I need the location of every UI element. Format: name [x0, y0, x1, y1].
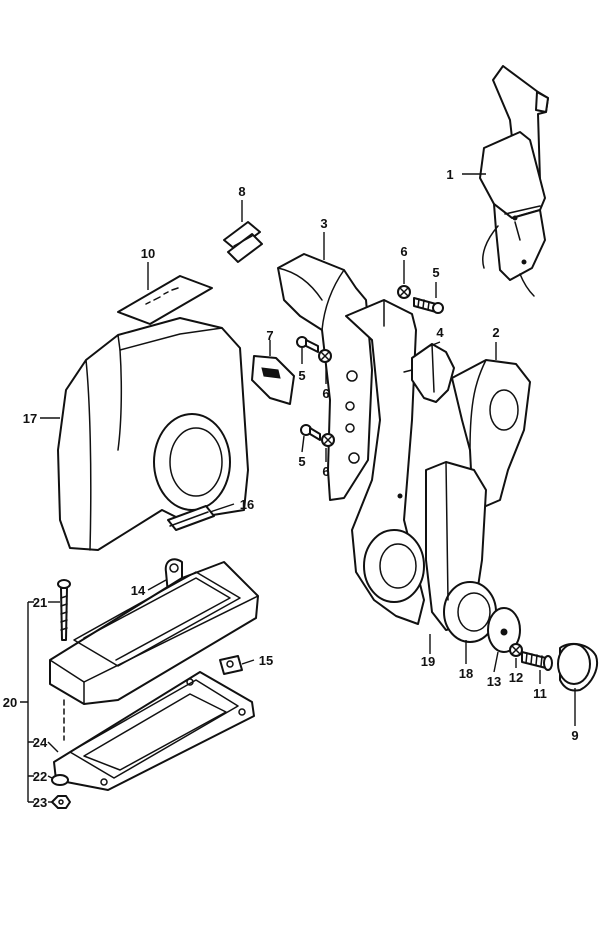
part-18-link	[425, 461, 497, 643]
part-12-lock-washer	[509, 643, 523, 657]
callout-12: 12	[509, 670, 523, 685]
callout-22: 22	[33, 769, 47, 784]
callout-5-low: 5	[298, 454, 305, 469]
part-5-screw-upper	[413, 297, 444, 314]
part-4-knob	[403, 343, 455, 403]
callout-10: 10	[141, 246, 155, 261]
callout-19: 19	[421, 654, 435, 669]
part-9-cap	[557, 642, 598, 692]
callout-15: 15	[259, 653, 273, 668]
part-16-plate	[167, 505, 215, 531]
callout-16: 16	[240, 497, 254, 512]
part-20-base-assembly	[49, 561, 259, 705]
part-11-bolt	[521, 651, 553, 671]
callout-5-upper: 5	[432, 265, 439, 280]
callout-14: 14	[131, 583, 146, 598]
callout-8: 8	[238, 184, 245, 199]
callout-24: 24	[33, 735, 48, 750]
part-5-screw-mid	[296, 336, 319, 353]
callout-6-low: 6	[322, 464, 329, 479]
part-22-washer	[51, 774, 69, 786]
callout-6-mid: 6	[322, 386, 329, 401]
callout-20: 20	[3, 695, 17, 710]
callout-1: 1	[446, 167, 453, 182]
part-6-washer-low	[321, 433, 335, 447]
callout-6-upper: 6	[400, 244, 407, 259]
callout-23: 23	[33, 795, 47, 810]
callout-7: 7	[266, 328, 273, 343]
callout-labels: 1 2 3 4 5 6 5 6 5 6 7 8 9 10 11 12 13 14…	[3, 167, 579, 810]
part-23-nut	[51, 795, 71, 809]
callout-11: 11	[533, 686, 547, 701]
callout-5-mid: 5	[298, 368, 305, 383]
part-19-lever-body	[345, 299, 425, 625]
part-21-long-screw	[57, 579, 71, 741]
callout-17: 17	[23, 411, 37, 426]
part-17-cover	[57, 317, 249, 551]
callout-13: 13	[487, 674, 501, 689]
part-1-remote-control	[479, 65, 549, 297]
part-15-clip	[219, 655, 243, 675]
callout-9: 9	[571, 728, 578, 743]
callout-18: 18	[459, 666, 473, 681]
callout-21: 21	[33, 595, 47, 610]
part-10-top-plate	[117, 275, 213, 325]
part-6-washer-upper	[397, 285, 411, 299]
part-13-washer-plate	[487, 607, 521, 653]
leader-lines	[20, 173, 576, 803]
part-7-bracket	[251, 355, 295, 405]
callout-3: 3	[320, 216, 327, 231]
callout-2: 2	[492, 325, 499, 340]
part-5-screw-low	[300, 424, 321, 441]
part-6-washer-mid	[318, 349, 332, 363]
part-8-emblem	[223, 221, 263, 263]
callout-4: 4	[436, 325, 444, 340]
